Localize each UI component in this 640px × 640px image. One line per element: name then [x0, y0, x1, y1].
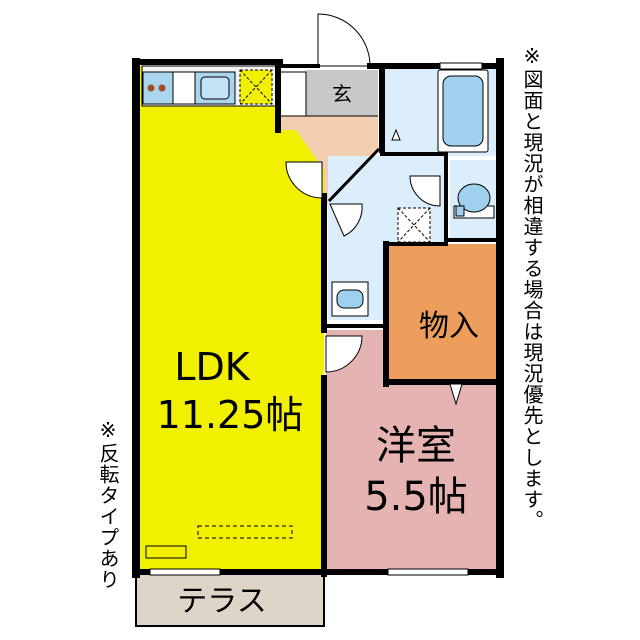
toilet-door-swing-icon: [409, 175, 441, 207]
entrance-floor: [306, 70, 378, 116]
bathtub-basin-icon: [442, 75, 484, 147]
floor-heating-outline: [197, 525, 293, 539]
entrance-label: 玄: [332, 82, 352, 106]
ldk-size: 11.25帖: [157, 393, 304, 437]
reverse-type-note: ※反転タイプあり: [96, 418, 120, 590]
closet-door-marker-icon: [449, 383, 463, 406]
terrace-label: テラス: [177, 584, 266, 619]
stove-burner-right-icon: [158, 84, 166, 92]
washroom-door-swing-icon: [329, 203, 363, 237]
wash-basin-bowl-icon: [336, 289, 364, 309]
washer-cross-a: [397, 207, 431, 243]
terrace-area: [135, 573, 325, 627]
disclaimer-note: ※図面と現況が相違する場合は現況優先とします。: [520, 44, 544, 531]
stove-burner-left-icon: [147, 84, 155, 92]
ldk-label: LDK: [174, 345, 250, 389]
aircon-unit: [145, 545, 187, 559]
toilet-bowl-icon: [457, 183, 491, 213]
western-room-label: 洋室: [376, 423, 456, 469]
bath-window: [439, 62, 483, 70]
western-room-size: 5.5帖: [364, 474, 468, 520]
storage-room: [388, 244, 500, 380]
entrance-hall-marker-icon: [391, 128, 401, 141]
shoe-cabinet: [279, 71, 307, 117]
ldk-window: [149, 568, 221, 576]
fridge-space-cross-a: [239, 69, 273, 105]
fridge-space-cross-b: [239, 69, 273, 105]
entrance-door-swing-icon: [317, 13, 371, 67]
toilet-paper-icon: [455, 205, 465, 217]
western-door-swing-icon: [325, 335, 363, 373]
kitchen-sink-basin-icon: [200, 76, 230, 100]
kitchen-counter-top: [172, 71, 196, 105]
storage-label: 物入: [419, 309, 479, 344]
washer-cross-b: [397, 207, 431, 243]
western-window: [387, 568, 469, 576]
ldk-door-swing-icon: [285, 161, 323, 199]
